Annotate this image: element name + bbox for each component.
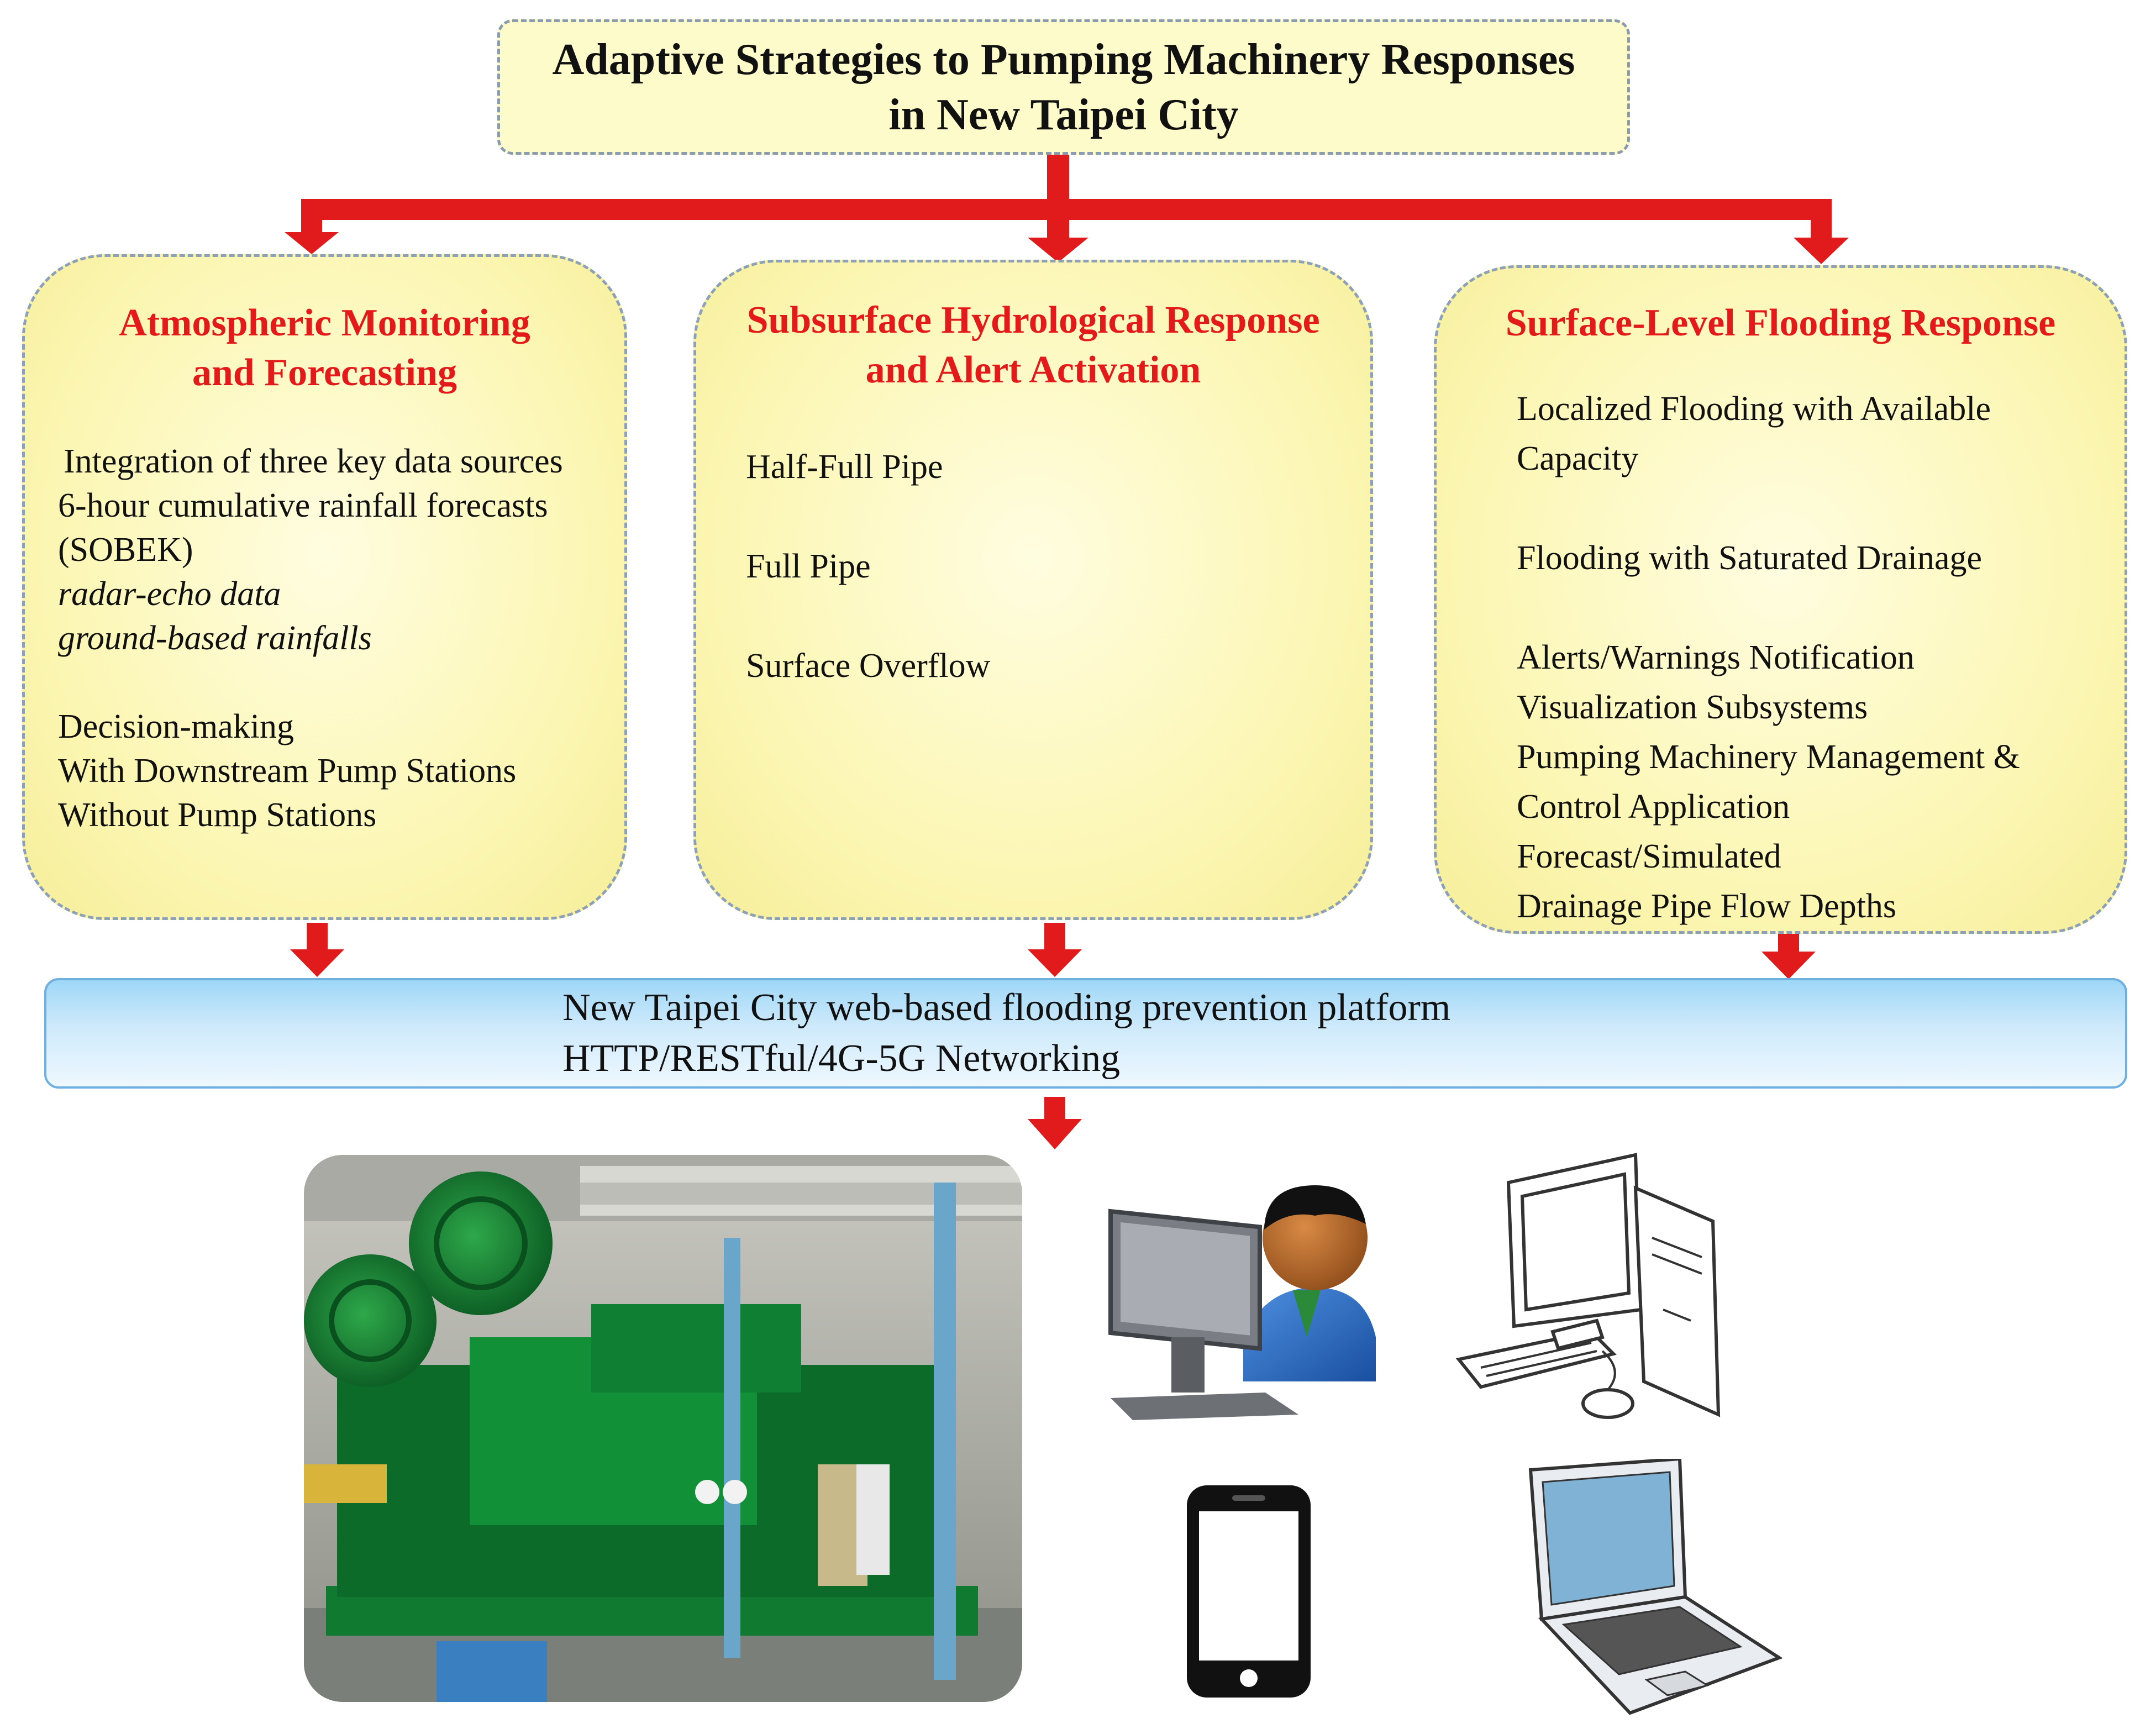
panel-body: Half-Full Pipe Full Pipe Surface Overflo… — [746, 445, 990, 688]
panel-body: Integration of three key data sources 6-… — [58, 439, 563, 837]
diagram-title-line1: Adaptive Strategies to Pumping Machinery… — [552, 35, 1575, 84]
platform-line1: New Taipei City web-based flooding preve… — [562, 986, 1451, 1029]
panel-line: With Downstream Pump Stations — [58, 752, 517, 790]
left-panel-arrowhead — [290, 949, 344, 977]
platform-text: New Taipei City web-based flooding preve… — [562, 982, 1450, 1084]
right-branch-arrowhead — [1794, 238, 1849, 264]
panel-subsurface-response: Subsurface Hydrological Response and Ale… — [693, 260, 1373, 920]
right-panel-arrowhead — [1761, 952, 1816, 979]
panel-line: Alerts/Warnings Notification — [1517, 639, 1915, 676]
panel-surface-flooding: Surface-Level Flooding Response Localize… — [1434, 265, 2127, 934]
panel-line: (SOBEK) — [58, 531, 193, 569]
panel-line: Integration of three key data sources — [64, 443, 563, 480]
panel-title: Surface-Level Flooding Response — [1505, 302, 2056, 344]
laptop-icon — [1528, 1459, 1783, 1715]
panel-line: Surface Overflow — [746, 647, 991, 685]
middle-branch-arrowhead — [1028, 238, 1088, 262]
panel-line: Visualization Subsystems — [1517, 689, 1868, 726]
panel-line: ground-based rainfalls — [58, 619, 372, 657]
desktop-computer-icon — [1455, 1153, 1721, 1419]
panel-line: Capacity — [1517, 440, 1639, 477]
panel-line: Decision-making — [58, 708, 295, 745]
panel-line: Control Application — [1517, 788, 1790, 826]
panel-body: Localized Flooding with Available Capaci… — [1517, 384, 2020, 931]
platform-line2: HTTP/RESTful/4G-5G Networking — [562, 1037, 1121, 1080]
left-branch-arrowhead — [285, 232, 339, 254]
diagram-title-box: Adaptive Strategies to Pumping Machinery… — [497, 19, 1630, 155]
panel-line: Pumping Machinery Management & — [1517, 738, 2020, 776]
panel-line: radar-echo data — [58, 575, 281, 613]
panel-line: Flooding with Saturated Drainage — [1517, 539, 1982, 577]
diagram-title-line2: in New Taipei City — [888, 90, 1239, 139]
panel-line: Drainage Pipe Flow Depths — [1517, 887, 1897, 925]
panel-atmospheric-monitoring: Atmospheric Monitoring and Forecasting I… — [22, 254, 627, 920]
pump-machinery-photo — [304, 1155, 1022, 1702]
panel-line: Full Pipe — [746, 548, 871, 585]
panel-line: Localized Flooding with Available — [1517, 390, 1991, 428]
panel-line: 6-hour cumulative rainfall forecasts — [58, 487, 548, 524]
middle-panel-arrowhead — [1028, 949, 1082, 977]
smartphone-icon — [1187, 1485, 1311, 1698]
panel-title: Subsurface Hydrological Response and Ale… — [746, 299, 1320, 391]
flooding-prevention-platform-bar — [44, 978, 2127, 1089]
platform-arrowhead — [1028, 1119, 1082, 1149]
panel-title: Atmospheric Monitoring and Forecasting — [119, 302, 530, 394]
panel-line: Without Pump Stations — [58, 796, 377, 834]
panel-line: Half-Full Pipe — [746, 448, 943, 486]
operator-at-computer-icon — [1108, 1185, 1376, 1420]
panel-line: Forecast/Simulated — [1517, 838, 1781, 875]
